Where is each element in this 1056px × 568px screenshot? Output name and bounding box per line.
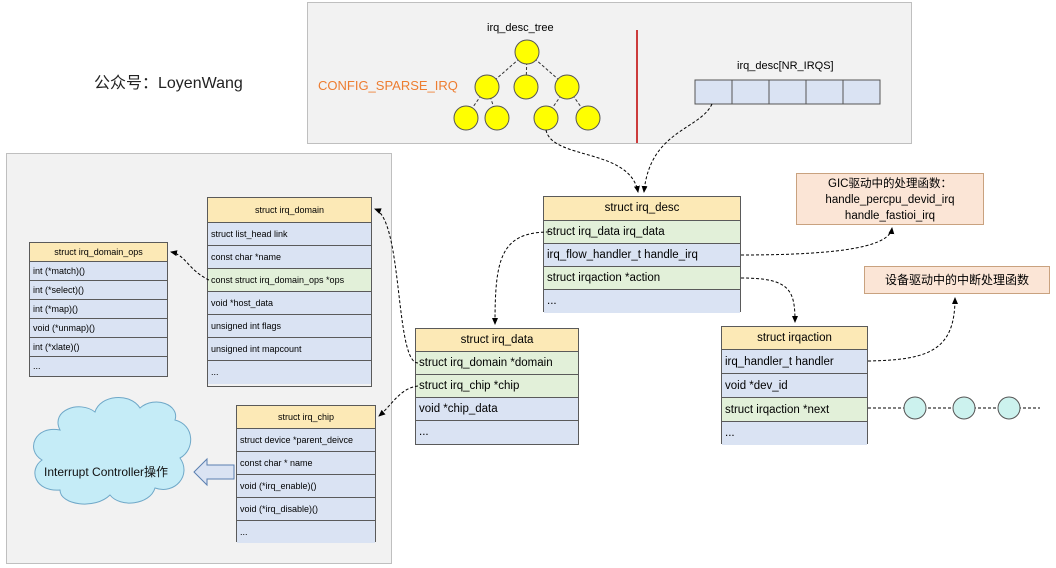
watermark: 公众号：LoyenWang [94, 75, 243, 92]
gic-note-line: GIC驱动中的处理函数： [828, 178, 952, 190]
irqaction-row: ... [722, 422, 867, 445]
list-node [997, 396, 1021, 420]
irqaction-row: void *dev_id [722, 374, 867, 398]
irq-data-row: struct irq_chip *chip [416, 375, 578, 398]
irqaction-list-nodes [903, 396, 1021, 420]
interrupt-controller-cloud [33, 396, 192, 505]
irq-chip-title: struct irq_chip [237, 406, 375, 429]
handler-to-device-note-arrow [867, 297, 958, 362]
gic-note-line: handle_percpu_devid_irq [825, 194, 955, 206]
struct-irq-domain-ops: struct irq_domain_ops int (*match)() int… [29, 242, 168, 377]
irq-desc-title: struct irq_desc [544, 197, 740, 221]
array-cell [805, 79, 844, 105]
irq-data-title: struct irq_data [416, 329, 578, 352]
array-cell [694, 79, 733, 105]
irq-data-chip-to-irq-chip-arrow [378, 385, 419, 417]
irq-desc-array-label: irq_desc[NR_IRQS] [737, 60, 834, 72]
gic-note-line: handle_fastioi_irq [844, 210, 936, 222]
config-sparse-irq-label: CONFIG_SPARSE_IRQ [318, 78, 458, 93]
irq-domain-ops-row: int (*match)() [30, 262, 167, 281]
struct-irq-chip: struct irq_chip struct device *parent_de… [236, 405, 376, 543]
irq-desc-to-irqaction-arrow [740, 277, 798, 323]
irq-data-row: void *chip_data [416, 398, 578, 421]
irq-domain-ops-row: int (*select)() [30, 281, 167, 300]
top-panel [307, 2, 912, 144]
irqaction-title: struct irqaction [722, 327, 867, 350]
irq-domain-ops-row: ... [30, 357, 167, 376]
struct-irq-data: struct irq_data struct irq_domain *domai… [415, 328, 579, 445]
gic-handler-note: GIC驱动中的处理函数： handle_percpu_devid_irq han… [796, 173, 984, 225]
list-node [952, 396, 976, 420]
handle-irq-to-gic-note-arrow [740, 227, 895, 256]
irq-domain-row: void *host_data [208, 292, 371, 315]
irq-domain-ops-title: struct irq_domain_ops [30, 243, 167, 262]
irq-chip-row: void (*irq_enable)() [237, 475, 375, 498]
irq-desc-row: struct irq_data irq_data [544, 221, 740, 244]
tree-node [453, 105, 479, 131]
irq-domain-row: unsigned int flags [208, 315, 371, 338]
irq-domain-row: ... [208, 361, 371, 384]
irq-chip-to-cloud-arrow [193, 457, 235, 487]
irq-desc-row: irq_flow_handler_t handle_irq [544, 244, 740, 267]
irq-desc-array [694, 79, 881, 105]
tree-nodes [453, 39, 601, 131]
irq-domain-ops-row: int (*xlate)() [30, 338, 167, 357]
irq-desc-to-irq-data-arrow [492, 231, 550, 325]
irq-chip-row: const char * name [237, 452, 375, 475]
irq-chip-row: ... [237, 521, 375, 543]
cloud-label: Interrupt Controller操作 [44, 465, 169, 479]
tree-node [474, 74, 500, 100]
irq-chip-row: struct device *parent_deivce [237, 429, 375, 452]
irq-data-domain-to-irq-domain-arrow [374, 208, 419, 364]
irq-domain-row: const struct irq_domain_ops *ops [208, 269, 371, 292]
tree-to-irq-desc-arrow [545, 129, 640, 193]
irqaction-row: irq_handler_t handler [722, 350, 867, 374]
tree-node [513, 74, 539, 100]
irq-data-row: ... [416, 421, 578, 444]
irq-domain-row: struct list_head link [208, 223, 371, 246]
tree-node [554, 74, 580, 100]
irq-domain-row: unsigned int mapcount [208, 338, 371, 361]
array-cell [842, 79, 881, 105]
struct-irqaction: struct irqaction irq_handler_t handler v… [721, 326, 868, 445]
tree-node [484, 105, 510, 131]
irq-domain-ops-row: void (*unmap)() [30, 319, 167, 338]
irq-domain-ops-row: int (*map)() [30, 300, 167, 319]
irq-domain-title: struct irq_domain [208, 198, 371, 223]
array-to-irq-desc-arrow [641, 103, 713, 193]
struct-irq-desc: struct irq_desc struct irq_data irq_data… [543, 196, 741, 313]
irq-chip-row: void (*irq_disable)() [237, 498, 375, 521]
device-handler-note: 设备驱动中的中断处理函数 [864, 266, 1050, 294]
irq-data-row: struct irq_domain *domain [416, 352, 578, 375]
array-cell [768, 79, 807, 105]
tree-node [514, 39, 540, 65]
tree-node [575, 105, 601, 131]
irq-desc-row: struct irqaction *action [544, 267, 740, 290]
pointer-arrows [170, 103, 1040, 417]
struct-irq-domain: struct irq_domain struct list_head link … [207, 197, 372, 387]
irq-domain-ops-to-struct-arrow [170, 250, 210, 281]
irq-desc-row: ... [544, 290, 740, 313]
irq-domain-row: const char *name [208, 246, 371, 269]
list-node [903, 396, 927, 420]
irqaction-row: struct irqaction *next [722, 398, 867, 422]
array-cell [731, 79, 770, 105]
irq-desc-tree-label: irq_desc_tree [487, 22, 554, 34]
tree-node [533, 105, 559, 131]
